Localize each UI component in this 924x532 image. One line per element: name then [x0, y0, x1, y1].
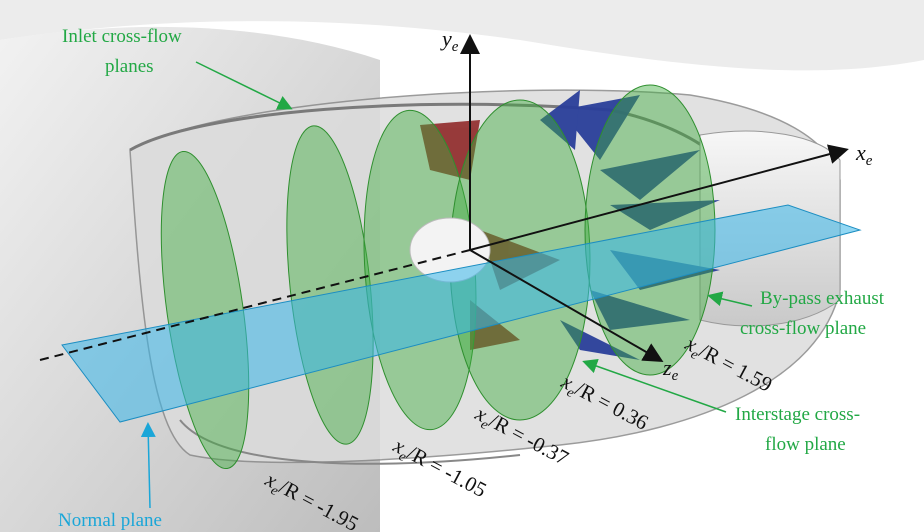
x-axis-label: xe — [855, 140, 873, 169]
normal-plane — [61, 204, 862, 423]
z-axis-label: ze — [662, 355, 679, 384]
nacelle-lower-lip — [179, 419, 521, 465]
y-axis-label: ye — [440, 26, 459, 55]
bypass-label-line2: cross-flow plane — [740, 318, 866, 339]
interstage-pointer — [582, 358, 727, 413]
x-axis — [469, 144, 849, 251]
inlet-label-line1: Inlet cross-flow — [62, 26, 182, 47]
normal-pointer — [140, 422, 156, 509]
z-axis — [469, 249, 664, 363]
normal-plane-label: Normal plane — [58, 510, 162, 531]
bypass-label-line1: By-pass exhaust — [760, 288, 885, 309]
inlet-pointer — [195, 61, 293, 110]
wing-surface — [0, 0, 924, 71]
nacelle-inlet-lip — [129, 102, 722, 162]
bypass-pointer — [707, 291, 753, 307]
inlet-label-line2: planes — [105, 56, 154, 77]
interstage-label-line2: flow plane — [765, 434, 846, 455]
interstage-label-line1: Interstage cross- — [735, 404, 860, 425]
